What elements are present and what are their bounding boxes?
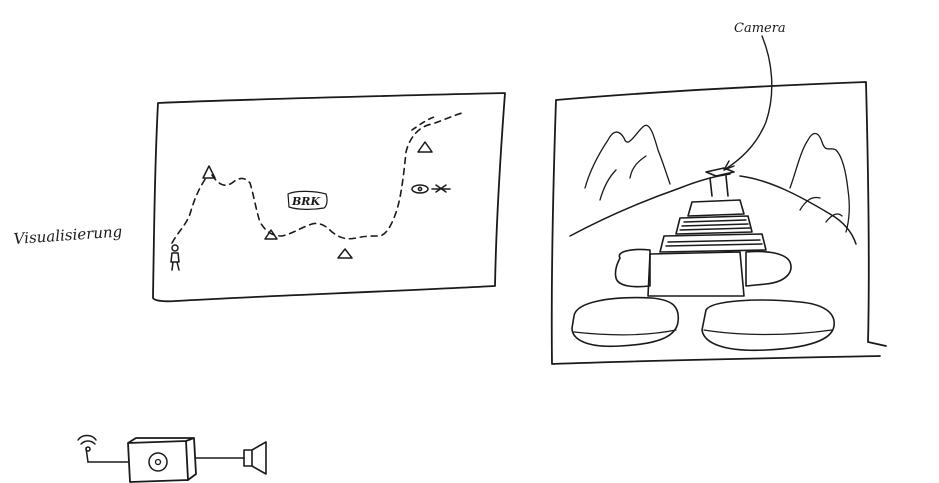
route-line-upper xyxy=(412,116,438,130)
terrain-left-slope xyxy=(570,174,730,236)
device-schematic xyxy=(78,436,266,483)
waypoint-icon xyxy=(338,249,352,258)
hiker-icon xyxy=(171,245,179,270)
camera-rig xyxy=(648,168,766,296)
platform-block-right xyxy=(746,251,791,286)
camera-label: Camera xyxy=(734,21,786,36)
viewpoint-icon xyxy=(412,185,450,193)
visualisierung-label: Visualisierung xyxy=(13,222,123,248)
waypoint-icon xyxy=(418,142,432,152)
speaker-icon xyxy=(244,442,266,474)
device-lens-icon xyxy=(149,453,167,471)
camera-view-panel xyxy=(552,82,886,364)
device-box xyxy=(128,438,196,482)
foreground-block-right xyxy=(702,300,834,350)
map-tag: BRK xyxy=(288,191,327,209)
camera-callout-arrow xyxy=(724,36,772,170)
mountain-left xyxy=(585,125,670,200)
platform-block-left xyxy=(615,249,650,286)
route-map-panel: BRK xyxy=(153,93,505,301)
camera-view-frame xyxy=(552,82,886,364)
wifi-antenna-icon xyxy=(78,436,96,463)
route-map-frame xyxy=(153,93,505,301)
mountain-right xyxy=(790,134,849,233)
foreground-block-left xyxy=(572,298,678,347)
map-tag-label: BRK xyxy=(291,195,320,208)
